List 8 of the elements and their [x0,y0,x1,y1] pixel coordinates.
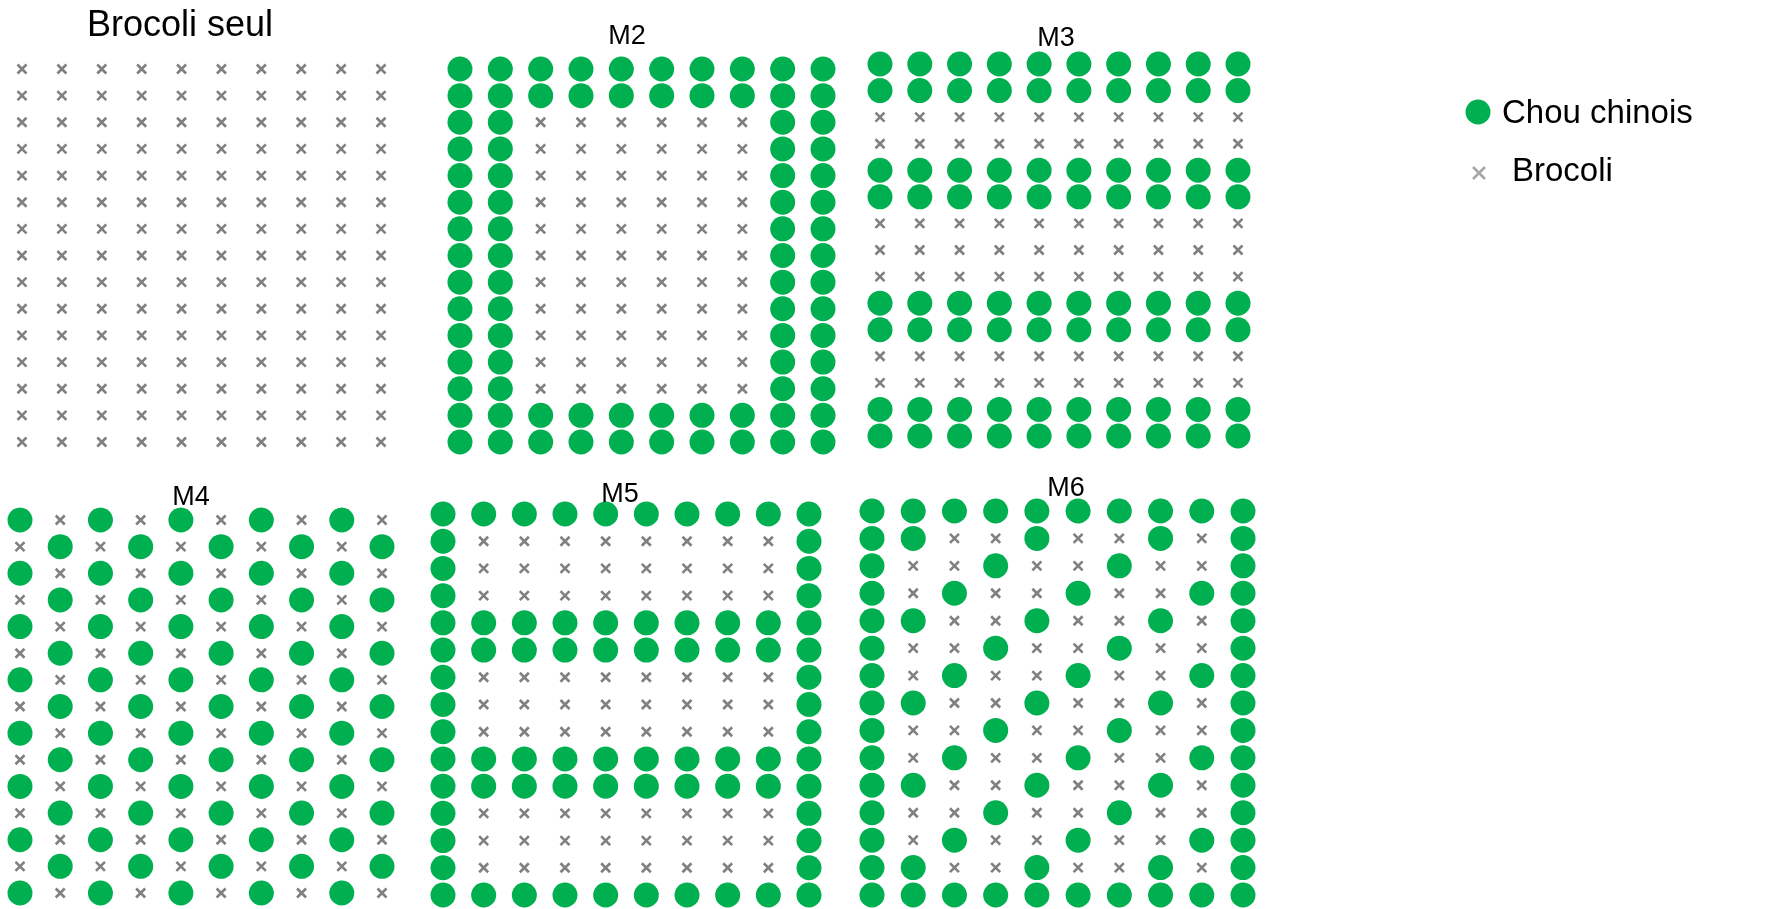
legend-label: Brocoli [1512,151,1613,189]
plot-title: M5 [601,477,639,509]
legend-label: Chou chinois [1502,93,1693,131]
plot-title: M3 [1037,21,1075,53]
plot-title: M2 [608,19,646,51]
plot-title: M6 [1047,471,1085,503]
plot-title: M4 [172,480,210,512]
plot-title: Brocoli seul [86,3,274,45]
